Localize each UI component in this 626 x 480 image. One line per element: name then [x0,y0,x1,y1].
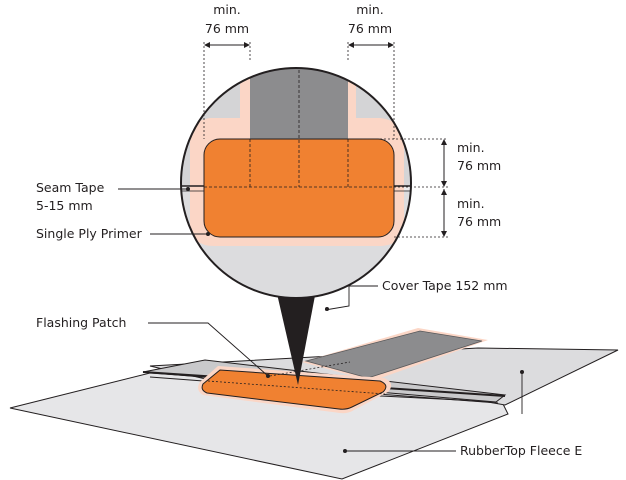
cover-tape-label: Cover Tape 152 mm [382,278,508,293]
seam-tape-line1: Seam Tape [36,180,105,195]
seam-tape-label: Seam Tape 5-15 mm [36,180,105,213]
magnified-detail [180,67,412,299]
magnifier-pointer [275,285,317,385]
dim-top-left-line2: 76 mm [205,21,249,36]
leader-lines [118,187,524,453]
dim-label-top-left: min. 76 mm [205,2,249,36]
dim-right-upper-line2: 76 mm [457,158,501,173]
seam-tape-line2: 5-15 mm [36,198,93,213]
single-ply-primer-label: Single Ply Primer [36,226,143,241]
dim-label-right-lower: min. 76 mm [457,196,501,229]
flashing-patch-label: Flashing Patch [36,315,126,330]
rubbertop-fleece-label: RubberTop Fleece E [460,443,582,458]
dim-right-lower-line1: min. [457,196,485,211]
dim-label-top-right: min. 76 mm [348,2,392,36]
cover-tape-lower [304,330,483,379]
roof-membrane-perspective [9,328,619,480]
dim-top-right-line1: min. [356,2,384,17]
flashing-patch-lower [201,369,387,410]
dim-top-left-line1: min. [213,2,241,17]
dim-label-right-upper: min. 76 mm [457,140,501,173]
dim-right-lower-line2: 76 mm [457,214,501,229]
dimension-guides [203,42,448,238]
flashing-patch-upper [203,138,395,238]
dim-top-right-line2: 76 mm [348,21,392,36]
dim-right-upper-line1: min. [457,140,485,155]
membrane-sheet-bottom [9,372,509,480]
